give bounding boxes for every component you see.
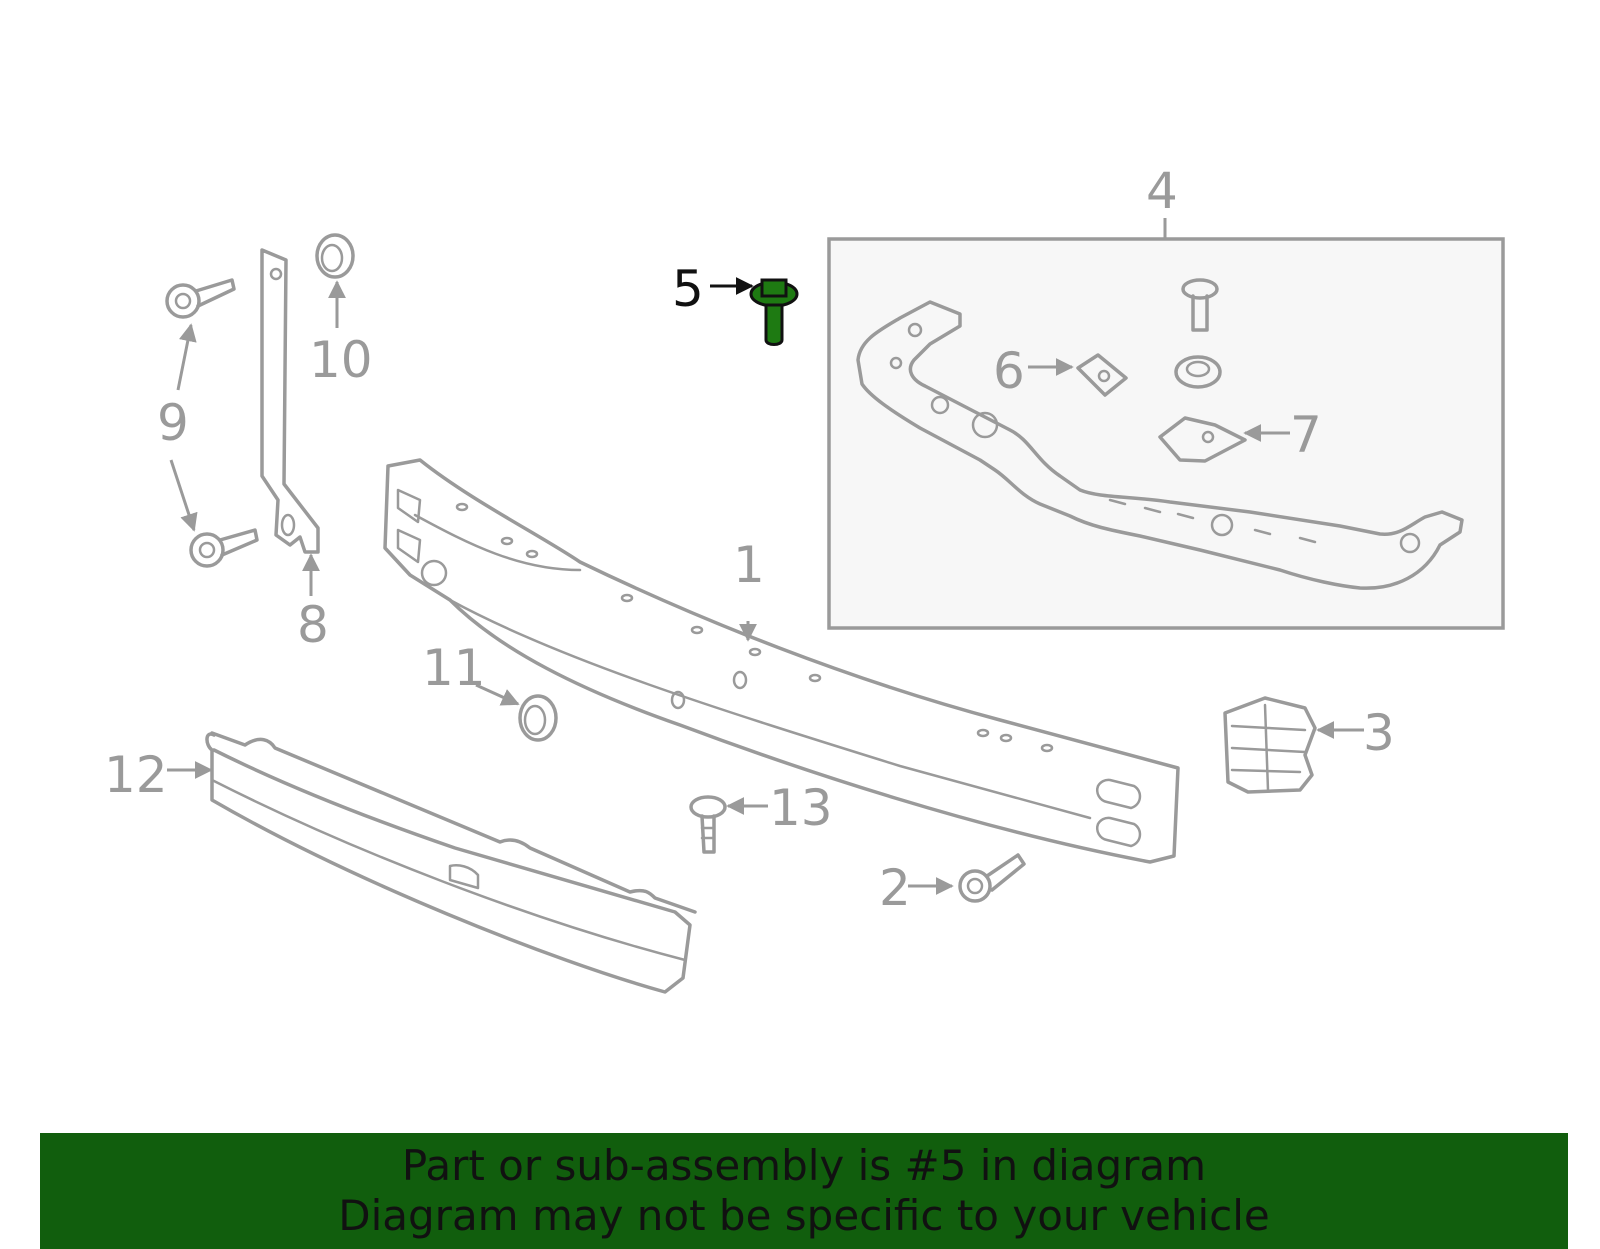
leader-lines bbox=[167, 277, 1364, 895]
callout-7: 7 bbox=[1290, 406, 1322, 464]
inset-box-part-4 bbox=[827, 218, 1505, 630]
part-13-clip bbox=[689, 795, 727, 854]
part-9-bolt-upper bbox=[165, 278, 236, 319]
info-banner: Part or sub-assembly is #5 in diagram Di… bbox=[40, 1133, 1568, 1249]
callout-5: 5 bbox=[672, 260, 704, 318]
banner-line-1: Part or sub-assembly is #5 in diagram bbox=[401, 1141, 1207, 1190]
callout-4: 4 bbox=[1146, 162, 1178, 220]
part-1-reinforcement bbox=[383, 458, 1180, 864]
banner-line-2: Diagram may not be specific to your vehi… bbox=[338, 1191, 1270, 1240]
callout-labels: 1 2 3 4 5 6 7 8 9 10 11 12 13 bbox=[104, 162, 1395, 917]
callout-1: 1 bbox=[733, 536, 765, 594]
callout-12: 12 bbox=[104, 746, 168, 804]
callout-10: 10 bbox=[309, 331, 373, 389]
callout-3: 3 bbox=[1363, 704, 1395, 762]
callout-9: 9 bbox=[157, 394, 189, 452]
callout-2: 2 bbox=[879, 859, 911, 917]
callout-11: 11 bbox=[422, 639, 486, 697]
part-5-bolt-highlighted bbox=[749, 278, 799, 346]
part-3-bracket bbox=[1223, 696, 1317, 794]
part-11-nut bbox=[518, 694, 558, 742]
part-10-nut bbox=[315, 233, 355, 279]
part-8-bracket bbox=[260, 248, 320, 554]
part-2-bolt bbox=[958, 853, 1026, 903]
callout-6: 6 bbox=[993, 342, 1025, 400]
callout-13: 13 bbox=[769, 779, 833, 837]
part-12-absorber bbox=[205, 731, 697, 994]
callout-8: 8 bbox=[297, 596, 329, 654]
part-9-bolt-lower bbox=[189, 528, 259, 568]
